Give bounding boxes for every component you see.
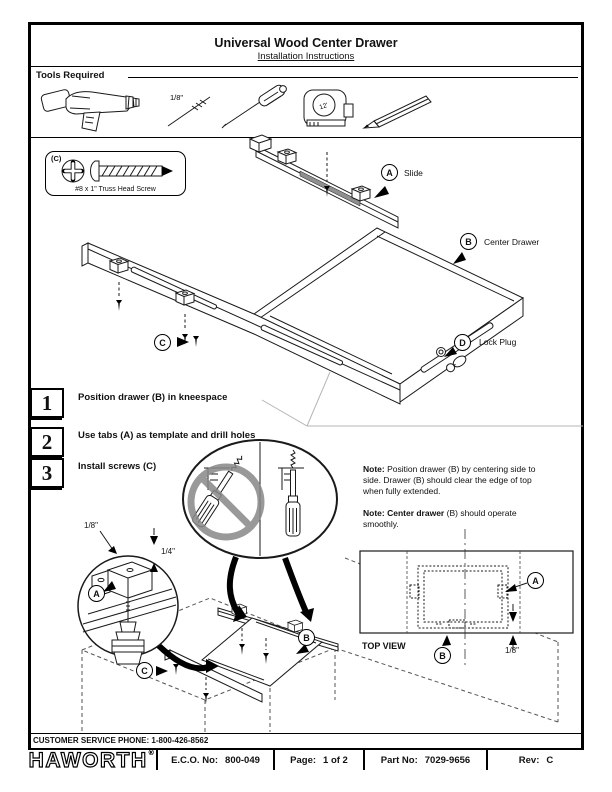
svg-text:12': 12' bbox=[319, 102, 329, 111]
pointer-arrows bbox=[155, 555, 314, 673]
dimension-label-quarter: 1/4" bbox=[161, 547, 175, 556]
callout-d-label: Lock Plug bbox=[479, 337, 517, 347]
step-number: 3 bbox=[30, 458, 64, 488]
top-view-label: TOP VIEW bbox=[362, 641, 406, 651]
screw-spec-caption: #8 x 1" Truss Head Screw bbox=[75, 186, 156, 193]
screwdriver-icon bbox=[221, 84, 287, 129]
mounting-tab bbox=[350, 185, 372, 202]
part-number-cell: Part No: 7029-9656 bbox=[365, 750, 488, 770]
callout-d: D bbox=[454, 334, 471, 351]
tape-measure-icon: 12' bbox=[303, 89, 354, 127]
customer-service-phone: CUSTOMER SERVICE PHONE: 1-800-426-8562 bbox=[33, 736, 209, 745]
step-text: Install screws (C) bbox=[78, 461, 157, 472]
callout-b: B bbox=[460, 233, 477, 250]
driver-angle-detail bbox=[182, 439, 338, 559]
step-number: 2 bbox=[30, 427, 64, 457]
header-divider bbox=[28, 66, 584, 68]
haworth-logo-cell: HAWORTH® bbox=[28, 748, 158, 772]
callout-b-install: B bbox=[298, 629, 315, 646]
pencil-icon bbox=[362, 95, 432, 129]
drill-icon bbox=[40, 89, 140, 132]
screw-callout-label: (C) bbox=[51, 154, 62, 163]
eco-number-cell: E.C.O. No: 800-049 bbox=[158, 750, 275, 770]
slide-rail bbox=[248, 134, 399, 229]
key-icon bbox=[446, 355, 467, 373]
dimension-label-eighth: 1/8" bbox=[84, 521, 98, 530]
callout-b-topview: B bbox=[434, 647, 451, 664]
note: Note: Center drawer (B) should operate s… bbox=[363, 508, 517, 530]
drill-detail bbox=[77, 528, 179, 665]
callout-c-install: C bbox=[136, 662, 153, 679]
step-number: 1 bbox=[30, 388, 64, 418]
svg-text:1/8": 1/8" bbox=[170, 93, 183, 102]
step-text: Position drawer (B) in kneespace bbox=[78, 392, 228, 403]
tools-heading-rule bbox=[128, 77, 578, 78]
mounting-tab bbox=[276, 148, 298, 165]
note: Note: Position drawer (B) by centering s… bbox=[363, 464, 536, 497]
registered-mark: ® bbox=[148, 749, 156, 757]
mounting-tab bbox=[174, 289, 196, 306]
tools-icons: 1/8" 12' bbox=[40, 84, 432, 132]
top-view-diagram bbox=[359, 529, 574, 668]
drill-bit-icon: 1/8" bbox=[167, 93, 211, 127]
drawer-tray bbox=[253, 227, 524, 403]
prohibition-icon bbox=[187, 463, 265, 541]
drawer-front-bar bbox=[81, 242, 401, 405]
notes-block: Note: Position drawer (B) by centering s… bbox=[363, 464, 551, 541]
screw-spec-box: (C) #8 x 1" Truss Head Screw bbox=[45, 151, 186, 196]
tools-heading: Tools Required bbox=[36, 70, 105, 81]
page-title: Universal Wood Center Drawer bbox=[214, 36, 398, 50]
callout-a-topview: A bbox=[527, 572, 544, 589]
haworth-logo: HAWORTH® bbox=[28, 748, 156, 772]
page-number-cell: Page: 1 of 2 bbox=[275, 750, 365, 770]
callout-a-label: Slide bbox=[404, 168, 423, 178]
footer-rule bbox=[28, 733, 584, 734]
truss-screw-icon bbox=[61, 159, 173, 183]
footer-bar: HAWORTH® E.C.O. No: 800-049 Page: 1 of 2… bbox=[28, 748, 584, 772]
callout-a: A bbox=[381, 164, 398, 181]
page-subtitle: Installation Instructions bbox=[257, 51, 355, 62]
revision-cell: Rev: C bbox=[518, 754, 554, 766]
dimension-label-topview: 1/8" bbox=[505, 646, 519, 655]
mounting-tab bbox=[108, 257, 130, 274]
tools-divider bbox=[28, 137, 584, 139]
callout-a-detail: A bbox=[88, 585, 105, 602]
callout-c: C bbox=[154, 334, 171, 351]
step-text: Use tabs (A) as template and drill holes bbox=[78, 430, 256, 441]
callout-b-label: Center Drawer bbox=[484, 237, 540, 247]
